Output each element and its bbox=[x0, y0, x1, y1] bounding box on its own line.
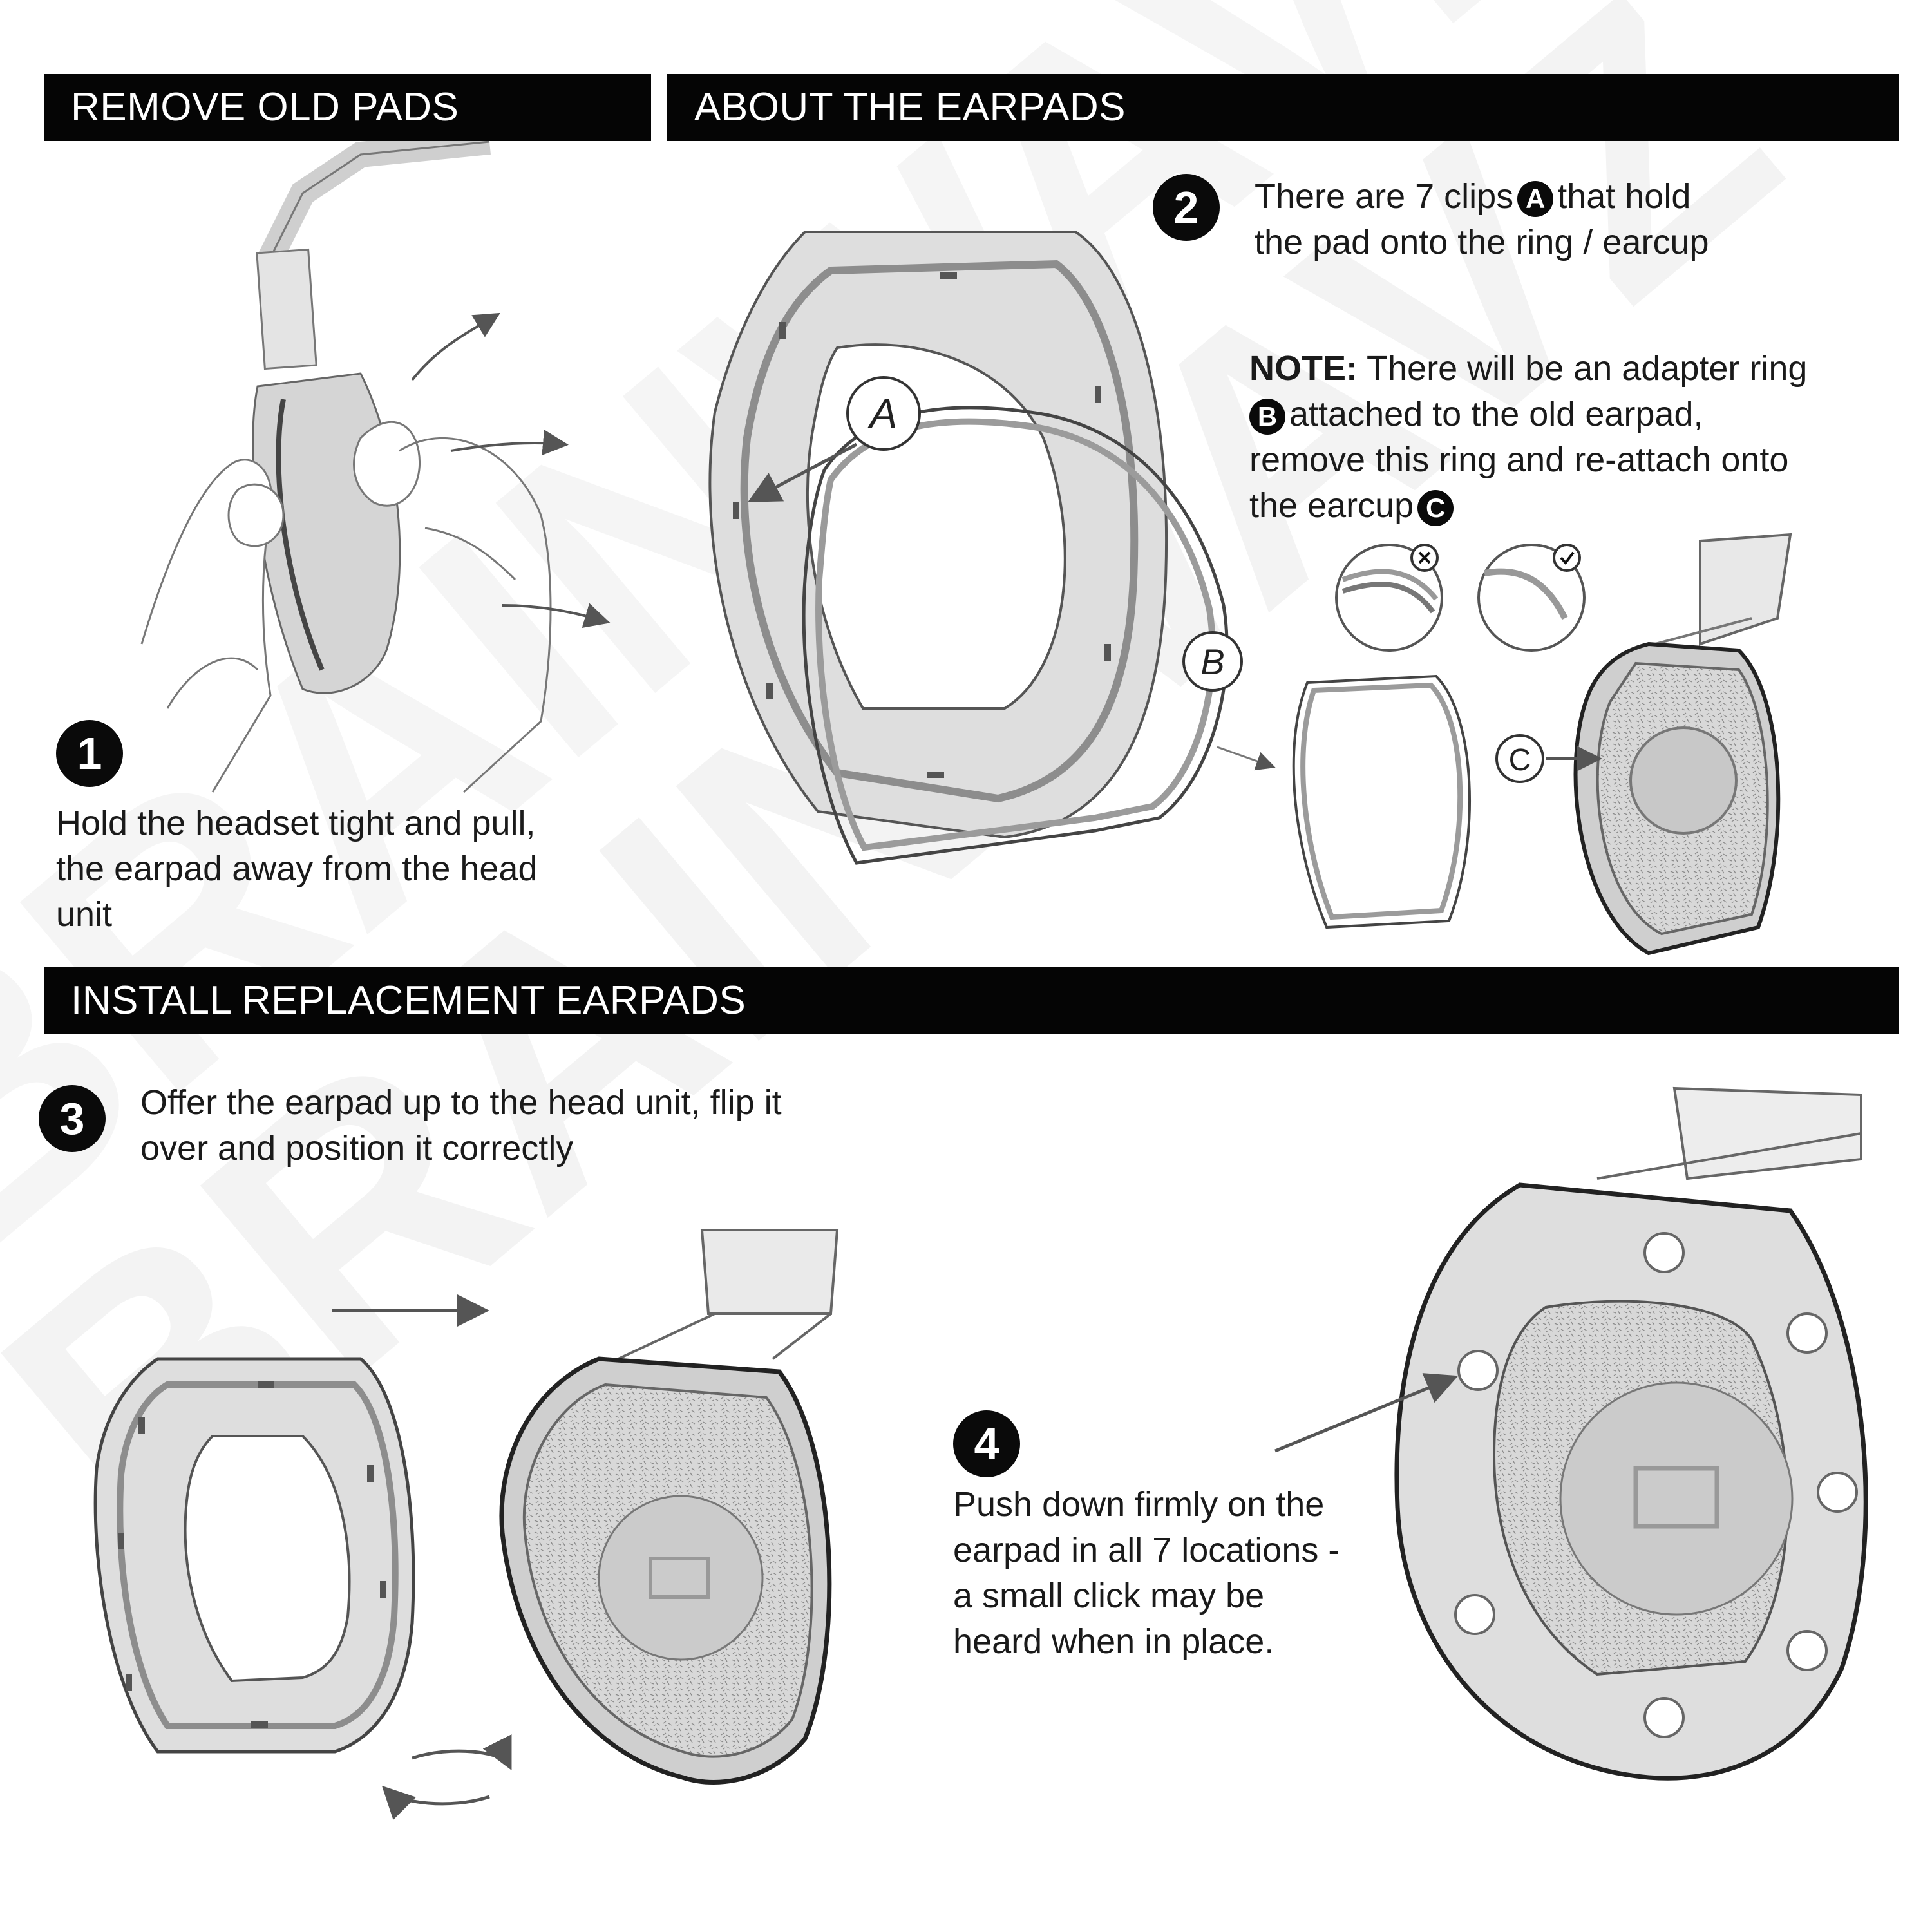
step1-illustration bbox=[140, 129, 611, 793]
step4-badge: 4 bbox=[953, 1410, 1020, 1477]
header-about-earpads: ABOUT THE EARPADS bbox=[667, 74, 1899, 141]
step4-line-2: earpad in all 7 locations - bbox=[953, 1531, 1340, 1569]
step4-text: Push down firmly on the earpad in all 7 … bbox=[953, 1482, 1340, 1665]
callout-a: A bbox=[846, 376, 921, 451]
header-install-replacement: INSTALL REPLACEMENT EARPADS bbox=[44, 967, 1899, 1034]
step4-illustration bbox=[1274, 1086, 1868, 1781]
note-line-1: NOTE: There will be an adapter ring bbox=[1249, 346, 1807, 392]
note-illustration bbox=[1217, 533, 1792, 956]
step2-line-2: the pad onto the ring / earcup bbox=[1255, 223, 1709, 261]
step1-text: Hold the headset tight and pull, the ear… bbox=[56, 800, 537, 938]
marker-a-icon: A bbox=[1517, 180, 1554, 217]
step1-line-1: Hold the headset tight and pull, bbox=[56, 804, 536, 842]
step2-line-1-end: that hold bbox=[1557, 177, 1691, 216]
header-remove-old-pads: REMOVE OLD PADS bbox=[44, 74, 651, 141]
callout-c-label: C bbox=[1509, 743, 1531, 777]
step3-text: Offer the earpad up to the head unit, fl… bbox=[140, 1080, 782, 1171]
step4-line-1: Push down firmly on the bbox=[953, 1485, 1325, 1524]
callout-b-label: B bbox=[1200, 641, 1224, 682]
callout-c: C bbox=[1495, 734, 1544, 783]
note-label: NOTE: bbox=[1249, 349, 1358, 388]
step1-line-2: the earpad away from the head bbox=[56, 849, 538, 888]
step3-badge: 3 bbox=[39, 1085, 106, 1152]
callout-b: B bbox=[1182, 631, 1243, 692]
marker-b-icon: B bbox=[1249, 398, 1285, 435]
step2-line-1-start: There are 7 clips bbox=[1255, 177, 1514, 216]
step1-line-3: unit bbox=[56, 895, 113, 934]
step4-line-3: a small click may be bbox=[953, 1577, 1265, 1615]
marker-c-icon: C bbox=[1417, 489, 1454, 526]
step2-badge: 2 bbox=[1153, 174, 1220, 241]
note-line-2-text: attached to the old earpad, bbox=[1289, 395, 1703, 433]
note-line-1-text: There will be an adapter ring bbox=[1367, 349, 1808, 388]
step3-line-1: Offer the earpad up to the head unit, fl… bbox=[140, 1083, 782, 1122]
step3-line-2: over and position it correctly bbox=[140, 1129, 574, 1168]
note-line-4-text: the earcup bbox=[1249, 486, 1414, 525]
callout-a-label: A bbox=[867, 390, 898, 437]
step3-illustration bbox=[93, 1229, 839, 1820]
step4-line-4: heard when in place. bbox=[953, 1622, 1274, 1661]
note-line-3: remove this ring and re-attach onto bbox=[1249, 440, 1789, 479]
step1-badge: 1 bbox=[56, 720, 123, 787]
